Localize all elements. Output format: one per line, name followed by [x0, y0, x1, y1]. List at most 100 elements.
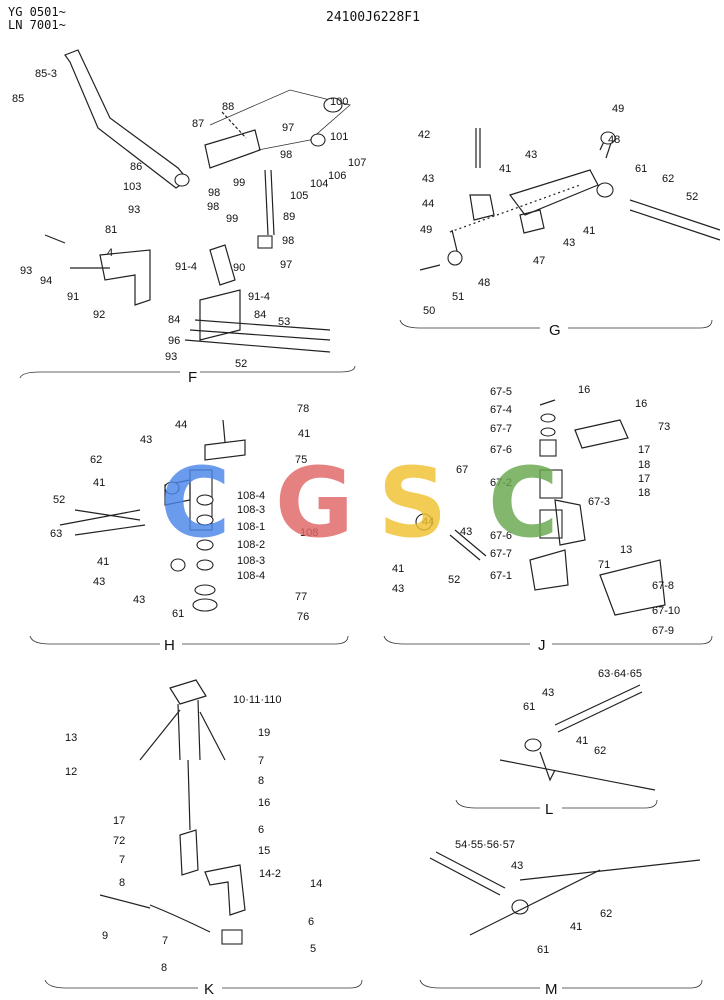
part-number-label: 63·64·65 — [598, 668, 642, 680]
part-number-label: 101 — [330, 131, 348, 143]
part-number-label: 87 — [192, 118, 204, 130]
part-number-label: 78 — [297, 403, 309, 415]
part-number-label: 61 — [537, 944, 549, 956]
part-number-label: 61 — [635, 163, 647, 175]
part-number-label: 43 — [392, 583, 404, 595]
part-number-label: 93 — [20, 265, 32, 277]
part-number-label: 90 — [233, 262, 245, 274]
part-number-label: 16 — [578, 384, 590, 396]
part-number-label: 7 — [162, 935, 168, 947]
part-number-label: 86 — [130, 161, 142, 173]
part-number-label: 85 — [12, 93, 24, 105]
part-number-label: 67-6 — [490, 530, 512, 542]
part-number-label: 97 — [282, 122, 294, 134]
section-h-drawing — [29, 419, 349, 645]
section-l-title: L — [545, 801, 553, 818]
part-number-label: 7 — [258, 755, 264, 767]
section-g-title: G — [549, 322, 561, 339]
part-number-label: 5 — [310, 943, 316, 955]
part-number-label: 8 — [161, 962, 167, 974]
part-number-label: 53 — [278, 316, 290, 328]
part-number-label: 75 — [295, 454, 307, 466]
part-number-label: 50 — [423, 305, 435, 317]
section-f-drawing — [19, 49, 356, 379]
part-number-label: 43 — [93, 576, 105, 588]
part-number-label: 108-2 — [237, 539, 265, 551]
part-number-label: 17 — [638, 444, 650, 456]
part-number-label: 54·55·56·57 — [455, 839, 515, 851]
part-number-label: 107 — [348, 157, 366, 169]
part-number-label: 62 — [594, 745, 606, 757]
part-number-label: 41 — [583, 225, 595, 237]
section-f-title: F — [188, 369, 197, 386]
part-number-label: 18 — [638, 487, 650, 499]
part-number-label: 67-6 — [490, 444, 512, 456]
part-number-label: 71 — [598, 559, 610, 571]
part-number-label: 43 — [511, 860, 523, 872]
part-number-label: 91-4 — [175, 261, 197, 273]
part-number-label: 103 — [123, 181, 141, 193]
model-range-line-2: LN 7001~ — [8, 18, 66, 32]
part-number-label: 10·11·110 — [233, 694, 282, 706]
part-number-label: 99 — [226, 213, 238, 225]
part-number-label: 72 — [113, 835, 125, 847]
part-number-label: 12 — [65, 766, 77, 778]
part-number-label: 44 — [422, 198, 434, 210]
part-number-label: 41 — [576, 735, 588, 747]
part-number-label: 47 — [533, 255, 545, 267]
part-number-label: 108-4 — [237, 490, 265, 502]
part-number-label: 41 — [392, 563, 404, 575]
part-number-label: 41 — [298, 428, 310, 440]
watermark-letter: S — [378, 447, 448, 559]
part-number-label: 84 — [254, 309, 266, 321]
part-number-label: 91 — [67, 291, 79, 303]
part-number-label: 44 — [175, 419, 187, 431]
part-number-label: 43 — [460, 526, 472, 538]
part-number-label: 43 — [140, 434, 152, 446]
part-number-label: 67-8 — [652, 580, 674, 592]
part-number-label: 94 — [40, 275, 52, 287]
part-number-label: 108-1 — [237, 521, 265, 533]
part-number-label: 8 — [258, 775, 264, 787]
section-k-drawing — [44, 679, 363, 989]
part-number-label: 52 — [448, 574, 460, 586]
part-number-label: 108-3 — [237, 504, 265, 516]
watermark-letter: C — [160, 447, 231, 559]
part-number-label: 104 — [310, 178, 328, 190]
section-l-drawing — [455, 684, 658, 809]
part-number-label: 98 — [207, 201, 219, 213]
part-number-label: 41 — [93, 477, 105, 489]
part-number-label: 16 — [635, 398, 647, 410]
part-number-label: 43 — [525, 149, 537, 161]
section-k-title: K — [204, 981, 214, 998]
part-number-label: 43 — [563, 237, 575, 249]
section-m-title: M — [545, 981, 558, 998]
part-number-label: 48 — [608, 134, 620, 146]
part-number-label: 67-4 — [490, 404, 512, 416]
part-number-label: 67-1 — [490, 570, 512, 582]
watermark-letter: C — [488, 447, 559, 559]
section-j-title: J — [538, 637, 546, 654]
part-number-label: 43 — [542, 687, 554, 699]
part-number-label: 42 — [418, 129, 430, 141]
part-number-label: 41 — [570, 921, 582, 933]
part-number-label: 51 — [452, 291, 464, 303]
part-number-label: 48 — [478, 277, 490, 289]
part-number-label: 93 — [165, 351, 177, 363]
part-number-label: 76 — [297, 611, 309, 623]
part-number-label: 62 — [600, 908, 612, 920]
part-number-label: 43 — [422, 173, 434, 185]
part-number-label: 108 — [300, 527, 318, 539]
part-number-label: 17 — [113, 815, 125, 827]
part-number-label: 106 — [328, 170, 346, 182]
part-number-label: 41 — [97, 556, 109, 568]
part-number-label: 43 — [133, 594, 145, 606]
part-number-label: 62 — [662, 173, 674, 185]
part-number-label: 13 — [620, 544, 632, 556]
part-number-label: 61 — [172, 608, 184, 620]
part-number-label: 89 — [283, 211, 295, 223]
part-number-label: 81 — [105, 224, 117, 236]
part-number-label: 63 — [50, 528, 62, 540]
